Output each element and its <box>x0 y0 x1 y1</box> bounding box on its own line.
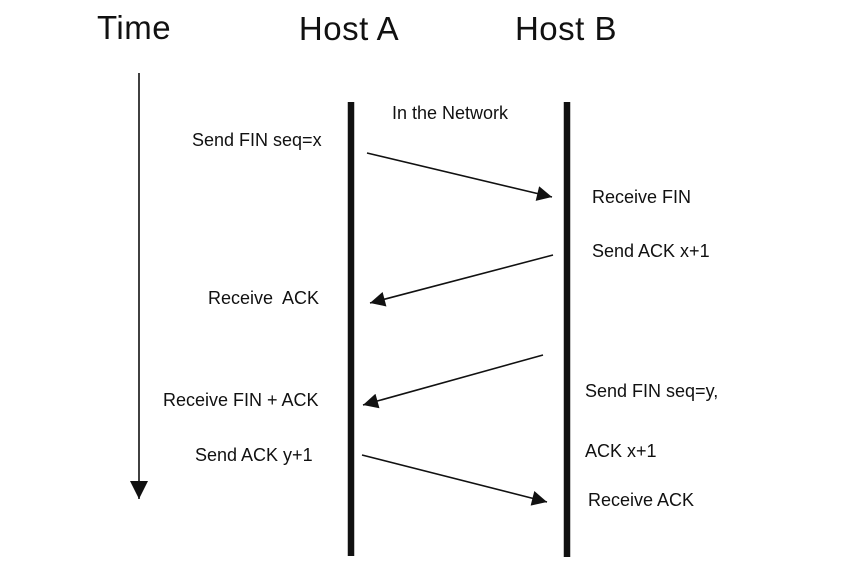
host-a-title: Host A <box>298 10 400 47</box>
event-send-fin-seq-y-line2: ACK x+1 <box>585 441 657 461</box>
event-receive-fin: Receive FIN <box>592 187 692 207</box>
event-receive-ack-b: Receive ACK <box>588 490 695 510</box>
time-axis-title: Time <box>97 9 172 46</box>
msg-arrow-ack-b-to-a <box>369 254 554 307</box>
event-send-ack-x1: Send ACK x+1 <box>592 241 710 261</box>
event-receive-fin-plus-ack: Receive FIN + ACK <box>163 390 319 410</box>
host-b-title: Host B <box>514 10 618 47</box>
event-send-fin-seq-x: Send FIN seq=x <box>192 130 322 150</box>
event-receive-ack-a: Receive ACK <box>208 288 320 308</box>
msg-arrow-ack-a-to-b <box>361 454 548 506</box>
msg-arrow-fin-ack-b-to-a <box>362 354 544 409</box>
event-send-fin-seq-y: Send FIN seq=y, ACK x+1 <box>585 341 718 501</box>
network-label: In the Network <box>392 103 509 123</box>
msg-arrow-fin-a-to-b <box>366 152 553 201</box>
event-send-ack-y1: Send ACK y+1 <box>195 445 313 465</box>
event-send-fin-seq-y-line1: Send FIN seq=y, <box>585 381 719 401</box>
